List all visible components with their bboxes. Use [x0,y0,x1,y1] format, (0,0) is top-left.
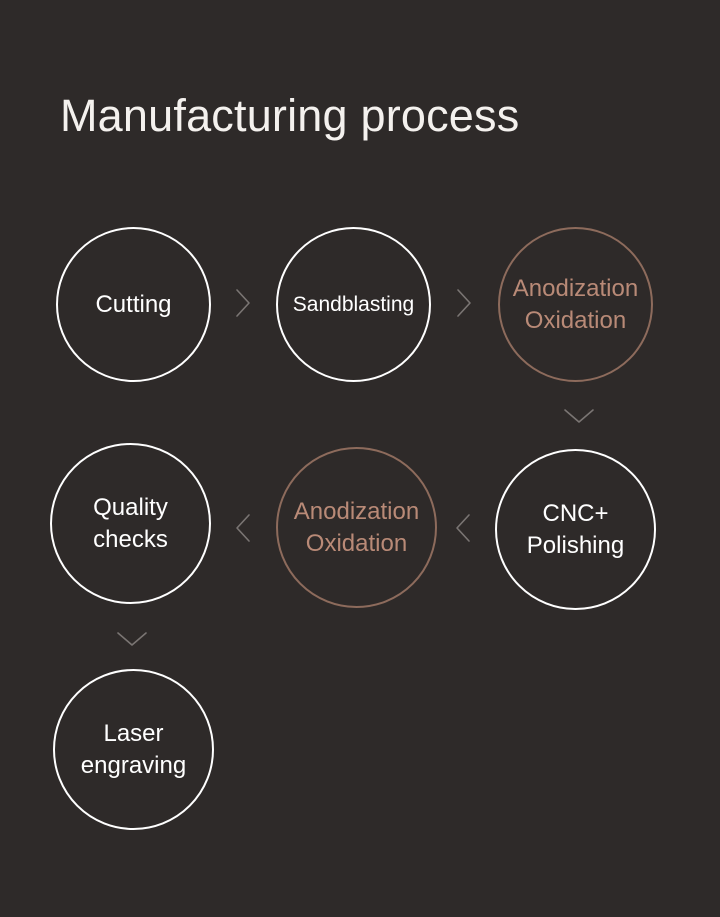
step-anodization-oxidation-1: Anodization Oxidation [498,227,653,382]
step-cutting: Cutting [56,227,211,382]
step-sandblasting: Sandblasting [276,227,431,382]
step-label: Laser engraving [80,719,187,779]
page-title: Manufacturing process [60,90,520,141]
chevron-left-icon [456,514,470,542]
step-label: Anodization Oxidation [293,497,420,557]
step-quality-checks: Quality checks [50,443,211,604]
step-anodization-oxidation-2: Anodization Oxidation [276,447,437,608]
step-label: Sandblasting [292,292,415,316]
chevron-right-icon [236,289,250,317]
step-label: Anodization Oxidation [512,274,639,334]
chevron-left-icon [236,514,250,542]
chevron-down-icon [117,632,147,646]
step-cnc-polishing: CNC+ Polishing [495,449,656,610]
step-label: Cutting [95,290,172,318]
step-laser-engraving: Laser engraving [53,669,214,830]
step-label: CNC+ Polishing [526,499,625,559]
step-label: Quality checks [93,493,168,553]
chevron-down-icon [564,409,594,423]
chevron-right-icon [457,289,471,317]
